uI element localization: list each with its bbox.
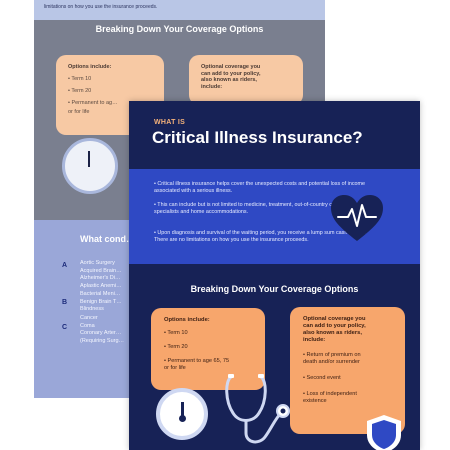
front-poster: WHAT IS Critical Illness Insurance? • Cr… [129,101,420,450]
optional-title-line: Optional coverage you [303,316,366,322]
option-item: • Permanent to age 65, 75 [164,358,230,364]
back-optional-card: Optional coverage you can add to your po… [189,55,303,105]
back-clock-icon [62,138,118,194]
back-option-item: or for life [68,109,90,115]
clock-icon [156,388,208,440]
option-item: • Term 10 [164,330,188,336]
back-optional-title-line: Optional coverage you [201,64,261,70]
rider-item: existence [303,398,327,404]
optional-coverage-title: Optional coverage you can add to your po… [290,307,405,352]
rider-item: • Second event [303,375,341,381]
back-section-title: Breaking Down Your Coverage Options [95,24,264,34]
back-optional-title-line: include: [201,83,223,90]
info-bullet: • Upon diagnosis and survival of the wai… [154,230,367,243]
optional-coverage-card: Optional coverage you can add to your po… [290,307,405,434]
back-option-item: • Permanent to ag… [68,100,118,106]
back-top-strip-text: limitations on how you use the insurance… [44,4,158,10]
condition-list: Cancer Coma Coronary Arter… (Requiring S… [80,315,125,344]
condition-list: Bacterial Meni… Benign Brain T… Blindnes… [80,291,122,312]
options-card: Options include: • Term 10 • Term 20 • P… [151,308,265,390]
back-conditions-heading: What cond… [80,234,135,244]
back-options-title: Options include: [68,64,112,70]
clock-hand [181,402,184,418]
back-clock-hand [88,151,90,167]
rider-item: • Return of premium on [303,352,361,358]
options-title: Options include: [164,317,210,323]
stethoscope-icon [225,374,290,444]
coverage-section-title: Breaking Down Your Coverage Options [190,284,359,294]
rider-item: death and/or surrender [303,359,360,365]
option-item: • Term 20 [164,344,188,350]
heart-rate-icon [331,195,383,241]
info-bullet: • Critical illness insurance helps cover… [154,181,366,194]
optional-title-line: can add to your policy, [303,323,366,329]
rider-item: • Loss of independent [303,391,357,397]
condition-letter: B [62,299,68,306]
back-optional-title: Optional coverage you can add to your po… [189,55,303,93]
back-option-item: • Term 10 [68,76,92,82]
optional-title-line: include: [303,337,326,343]
back-option-item: • Term 20 [68,88,92,94]
info-bullet: • This can include but is not limited to… [154,202,358,215]
clock-center [179,415,186,422]
back-optional-title-line: can add to your policy, [201,70,261,77]
condition-list: Aortic Surgery Acquired Brain… Alzheimer… [80,260,122,289]
condition-letter: C [62,324,68,331]
option-item: or for life [164,365,186,371]
poster-title: Critical Illness Insurance? [152,128,363,147]
condition-letter: A [62,262,68,269]
back-optional-title-line: also known as riders, [201,77,257,83]
eyebrow-label: WHAT IS [154,119,186,126]
optional-title-line: also known as riders, [303,330,362,336]
info-panel: • Critical illness insurance helps cover… [129,169,420,264]
shield-icon [367,415,401,450]
back-top-strip: limitations on how you use the insurance… [34,0,325,20]
